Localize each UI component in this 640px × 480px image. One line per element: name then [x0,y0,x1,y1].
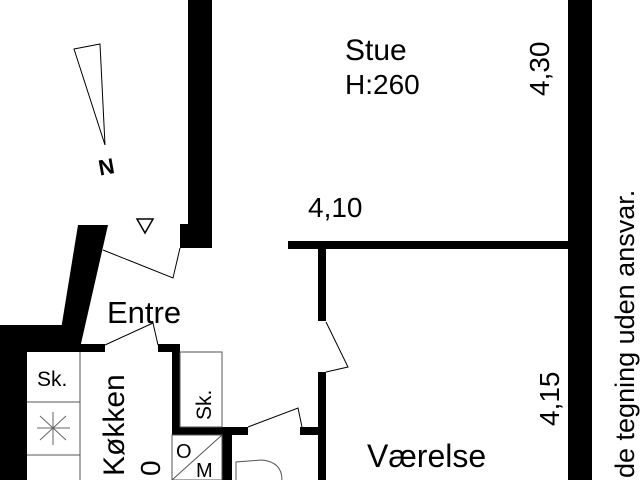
kitchen-top-wall-b [158,344,180,352]
entrance-marker-icon [135,218,155,235]
stue-label: Stue [345,34,407,67]
door-kitchen[interactable] [104,322,159,346]
hall-closet-label: Sk. [193,390,216,420]
door-bath[interactable] [247,407,303,428]
stue-bottom-wall [288,241,570,249]
door-vaerelse[interactable] [325,321,349,373]
laundry-label-top: O [176,441,192,463]
stue-width-dim: 4,10 [308,192,363,223]
doors [102,247,349,428]
closet-left-wall [172,344,180,434]
vaerelse-left-wall-lower [318,372,326,480]
entre-diagonal-wall [58,225,108,348]
disclaimer-text: de tegning uden ansvar. [610,190,640,478]
koekken-dim: 0 [135,460,166,476]
north-arrow-icon [73,43,106,146]
bath-top-wall-right [300,427,326,435]
right-outer-wall [568,0,592,480]
walls [0,0,592,480]
hall-closet-outline [179,351,223,428]
kitchen-outer-wall-left [0,325,27,480]
vaerelse-length-dim: 4,15 [534,372,565,427]
fixtures [27,351,283,480]
koekken-label: Køkken [98,374,131,476]
entre-label: Entre [107,295,181,330]
north-label: N [96,153,116,180]
kitchen-top-wall-a [78,344,105,352]
stue-length-dim: 4,30 [524,42,555,97]
laundry-label-bottom: M [196,460,213,480]
toilet-icon [235,459,283,480]
stue-left-wall [188,0,212,246]
bath-top-wall [172,427,248,435]
door-stue[interactable] [102,247,181,279]
stue-height: H:260 [345,69,420,100]
kitchen-closet-label: Sk. [37,368,67,391]
stove-icon [37,412,70,445]
laundry-box [171,434,223,480]
laundry-diagonal [171,434,223,480]
stue-left-wall-foot [180,224,212,248]
bath-divider-wall [222,430,232,480]
vaerelse-left-wall-upper [318,249,326,321]
vaerelse-label: Værelse [367,438,486,474]
